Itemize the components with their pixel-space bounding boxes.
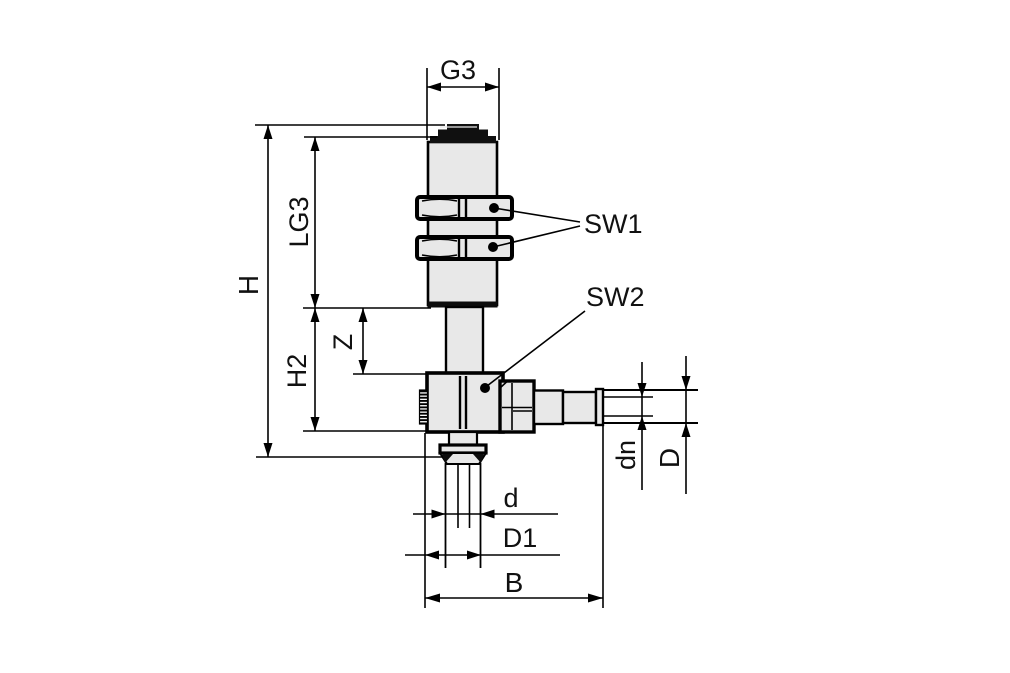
dimension-lg3: LG3 (284, 136, 437, 309)
cone-section-left (442, 454, 453, 463)
dimension-h: H (233, 124, 445, 458)
arrowhead (480, 509, 495, 519)
arrowhead (310, 137, 320, 151)
nut-facet-curve (421, 254, 458, 258)
leader-line (486, 310, 586, 387)
cone-section-right (473, 454, 484, 463)
nozzle-stem (447, 430, 479, 447)
nozzle-flange (438, 443, 488, 455)
arrowhead (263, 443, 273, 457)
dimension-d-lower: d (413, 483, 558, 519)
nut-facet-curve (421, 198, 458, 202)
dimension-dn: dn (611, 362, 647, 490)
hex-nut-sw2 (498, 379, 536, 434)
dim-label-g3: G3 (440, 55, 476, 85)
dim-label-b: B (505, 567, 524, 598)
dimension-g3: G3 (426, 55, 500, 140)
dimension-d1: D1 (405, 523, 560, 560)
cylinder-bottom-shoulder (427, 301, 498, 308)
arrowhead (425, 593, 440, 603)
fitting-ring (594, 387, 605, 427)
dim-label-z: Z (328, 334, 358, 351)
arrowhead (358, 360, 368, 374)
fitting-cylinder (561, 390, 598, 425)
lock-nut-upper-body (415, 195, 514, 221)
dimension-d-upper: D (654, 356, 691, 494)
lock-nut-lower-body (415, 235, 514, 261)
arrowhead (425, 550, 439, 560)
dimension-z: Z (328, 308, 428, 375)
arrowhead (588, 593, 603, 603)
dim-label-lg3: LG3 (284, 196, 314, 247)
nut-facet-curve (421, 238, 458, 242)
lock-nut-upper (415, 195, 514, 221)
nut-facet-curve (421, 214, 458, 218)
sealing-cap (430, 124, 496, 143)
arrowhead (310, 308, 320, 322)
side-port-thread (418, 389, 429, 425)
arrowhead (485, 82, 499, 92)
arrowhead (263, 125, 273, 139)
arrowhead (310, 417, 320, 431)
leader-line (492, 225, 581, 248)
hex-chamfer (499, 380, 508, 389)
dim-label-d-lower: d (503, 483, 518, 513)
arrowhead (310, 294, 320, 308)
dim-label-h: H (233, 275, 264, 295)
dimension-h2: H2 (282, 308, 426, 432)
hose-fitting (498, 379, 698, 434)
elbow-block (418, 371, 505, 434)
dim-label-d1: D1 (503, 523, 538, 553)
threaded-cylinder (426, 140, 499, 307)
lock-nut-lower (415, 235, 514, 261)
dim-label-d-upper: D (654, 448, 685, 468)
arrowhead (431, 509, 446, 519)
arrowhead (681, 376, 691, 390)
fitting-part (415, 124, 698, 568)
arrowhead (637, 383, 647, 397)
dim-label-h2: H2 (282, 354, 312, 389)
arrowhead (358, 308, 368, 322)
callout-sw2: SW2 (486, 282, 645, 387)
arrowhead (427, 82, 441, 92)
arrowhead (681, 423, 691, 437)
bottom-nozzle (438, 430, 488, 568)
arrowhead (637, 416, 647, 430)
connecting-stem (444, 305, 485, 375)
callout-label-sw1: SW1 (584, 209, 643, 239)
fitting-collar (532, 389, 565, 426)
callout-sw1: SW1 (492, 207, 643, 248)
dimension-b: B (424, 426, 604, 608)
arrowhead (467, 550, 481, 560)
dim-label-dn: dn (611, 440, 641, 470)
callout-label-sw2: SW2 (586, 282, 645, 312)
leader-line (493, 207, 581, 223)
